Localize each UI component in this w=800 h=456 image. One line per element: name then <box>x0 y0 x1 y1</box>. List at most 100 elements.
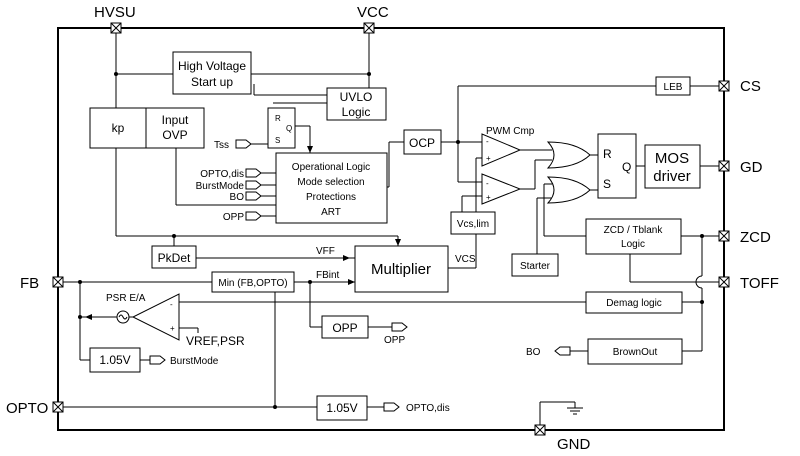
pin-gd: GD <box>718 159 763 176</box>
min-fb-opto-label: Min (FB,OPTO) <box>218 278 287 289</box>
small-latch-s: S <box>275 136 280 145</box>
op-logic-line-2: Mode selection <box>297 177 364 188</box>
rs-latch-s: S <box>603 177 611 191</box>
pin-vcc: VCC <box>357 4 389 34</box>
input-ovp-block: Input OVP <box>145 107 205 149</box>
brownout-label: BrownOut <box>613 347 658 358</box>
or-gate-reset <box>546 141 591 169</box>
multiplier-block: Multiplier <box>354 245 449 293</box>
zcd-tblank-block: ZCD / Tblank Logic <box>585 218 682 255</box>
mos-driver-line-1: MOS <box>655 150 689 167</box>
input-ovp-line-1: Input <box>162 113 189 127</box>
opp-in-label: OPP <box>223 212 244 223</box>
ocp-block: OCP <box>403 129 442 155</box>
opp-out-label: OPP <box>384 335 405 346</box>
pin-hvsu: HVSU <box>94 4 136 34</box>
bo-out-label: BO <box>526 347 541 358</box>
limit-comparator: - + <box>481 173 522 205</box>
chip-outline <box>57 27 725 431</box>
pin-cs-label: CS <box>740 78 761 95</box>
leb-label: LEB <box>664 82 683 93</box>
leb-block: LEB <box>655 76 691 96</box>
v105-burst-block: 1.05V <box>89 347 141 373</box>
hv-startup-line-1: High Voltage <box>178 59 246 73</box>
wires <box>63 33 719 425</box>
pwm-cmp-label: PWM Cmp <box>486 126 535 137</box>
uvlo-line-1: UVLO <box>340 90 373 104</box>
min-fb-opto-block: Min (FB,OPTO) <box>211 271 295 293</box>
pin-toff: TOFF <box>718 275 779 292</box>
uvlo-logic-block: UVLO Logic <box>326 87 387 121</box>
vcs-lim-label: Vcs,lim <box>457 219 489 230</box>
pin-zcd: ZCD <box>718 229 771 246</box>
pin-gnd-label: GND <box>557 436 591 453</box>
vff-label: VFF <box>316 246 335 257</box>
mos-driver-line-2: driver <box>653 168 691 185</box>
svg-text:+: + <box>486 154 491 163</box>
psr-ea-label: PSR E/A <box>106 293 146 304</box>
pin-fb: FB <box>20 275 64 292</box>
brownout-block: BrownOut <box>587 338 683 365</box>
v105-burst-label: 1.05V <box>99 353 130 367</box>
burstmode-in-label: BurstMode <box>196 181 245 192</box>
tss-label: Tss <box>214 140 229 151</box>
or-gate-set <box>546 176 591 204</box>
kp-label: kp <box>112 121 125 135</box>
starter-label: Starter <box>520 261 551 272</box>
svg-text:-: - <box>486 137 489 146</box>
small-rs-latch: R Q S <box>267 107 296 149</box>
pin-gd-label: GD <box>740 159 763 176</box>
small-latch-r: R <box>275 114 281 123</box>
pin-vcc-label: VCC <box>357 4 389 21</box>
operational-logic-block: Operational Logic Mode selection Protect… <box>275 152 388 224</box>
demag-label: Demag logic <box>606 298 662 309</box>
v105-opto-label: 1.05V <box>326 401 357 415</box>
rs-latch-r: R <box>603 147 612 161</box>
svg-text:-: - <box>170 300 173 309</box>
uvlo-line-2: Logic <box>342 105 371 119</box>
pin-gnd: GND <box>534 424 591 453</box>
kp-block: kp <box>89 107 147 149</box>
small-latch-q: Q <box>286 124 292 133</box>
svg-text:+: + <box>486 193 491 202</box>
demag-logic-block: Demag logic <box>585 291 683 314</box>
op-logic-line-3: Protections <box>306 192 356 203</box>
rs-latch-q: Q <box>622 160 631 174</box>
multiplier-label: Multiplier <box>371 261 431 278</box>
starter-block: Starter <box>511 253 559 277</box>
op-logic-line-4: ART <box>321 207 341 218</box>
opp-block-label: OPP <box>332 321 357 335</box>
signal-tags <box>149 139 571 412</box>
pin-opto: OPTO <box>6 400 64 417</box>
pin-opto-label: OPTO <box>6 400 48 417</box>
mos-driver-block: MOS driver <box>644 144 701 189</box>
vref-psr-label: VREF,PSR <box>186 334 245 348</box>
vcs-lim-block: Vcs,lim <box>450 211 496 235</box>
pin-toff-label: TOFF <box>740 275 779 292</box>
v105-opto-block: 1.05V <box>316 395 368 421</box>
pwm-comparator: - + PWM Cmp <box>481 126 535 167</box>
input-ovp-line-2: OVP <box>162 128 187 142</box>
arrow-heads <box>307 146 401 285</box>
opto-dis-in-label: OPTO,dis <box>200 169 244 180</box>
zcd-tblank-line-2: Logic <box>621 239 645 250</box>
vcs-label: VCS <box>455 254 476 265</box>
opto-dis-out-label: OPTO,dis <box>406 403 450 414</box>
burstmode-out-label: BurstMode <box>170 356 219 367</box>
zcd-tblank-line-1: ZCD / Tblank <box>604 225 664 236</box>
svg-text:-: - <box>486 179 489 188</box>
rs-latch: R Q S <box>597 133 637 199</box>
opp-block: OPP <box>321 315 369 339</box>
svg-text:+: + <box>170 324 175 333</box>
pin-cs: CS <box>718 78 761 95</box>
op-logic-line-1: Operational Logic <box>292 162 370 173</box>
pin-hvsu-label: HVSU <box>94 4 136 21</box>
hv-startup-line-2: Start up <box>191 75 233 89</box>
hv-startup-block: High Voltage Start up <box>172 51 252 95</box>
ocp-label: OCP <box>409 136 435 150</box>
pin-zcd-label: ZCD <box>740 229 771 246</box>
pin-fb-label: FB <box>20 275 39 292</box>
psr-error-amp: - + PSR E/A <box>85 293 180 341</box>
fbint-label: FBint <box>316 270 340 281</box>
